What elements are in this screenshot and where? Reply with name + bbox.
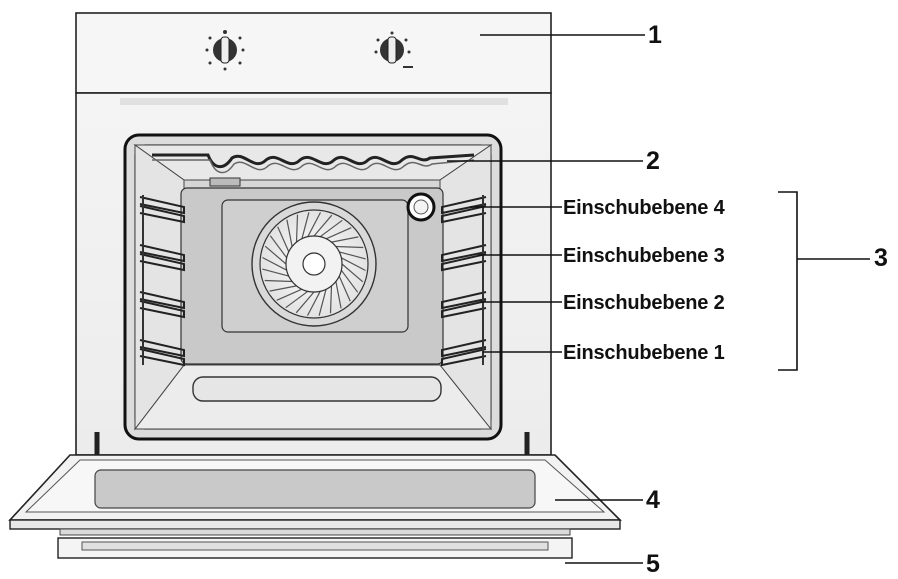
shelf-level-1-label: Einschubebene 1: [563, 342, 725, 364]
oven-lamp: [406, 192, 436, 222]
fan-blade: [341, 257, 366, 272]
fan-blade: [335, 245, 364, 249]
temperature-knob[interactable]: [374, 31, 414, 69]
shelf-rail: [139, 253, 185, 272]
callout-2: 2: [646, 147, 660, 175]
shelf-rail: [441, 291, 487, 310]
fan-blade: [318, 289, 327, 316]
shelf-rail: [441, 339, 487, 358]
fan-blade: [341, 263, 364, 283]
shelf-rail: [441, 300, 487, 319]
fan-blade: [269, 235, 288, 259]
shelf-rail: [139, 291, 185, 310]
fan-blade: [335, 281, 342, 309]
leader-lines: [447, 34, 870, 564]
callout-4: 4: [646, 486, 660, 514]
bracket-3: [778, 191, 798, 371]
shelf-rail: [441, 196, 487, 215]
shelf-level-3-label: Einschubebene 3: [563, 245, 725, 267]
fan-blade: [276, 288, 303, 301]
shelf-rail: [139, 205, 185, 224]
shelf-level-2-label: Einschubebene 2: [563, 292, 725, 314]
fan-blade: [262, 268, 289, 277]
convection-fan: [251, 201, 377, 327]
fan-blade: [339, 251, 366, 260]
shelf-rail: [441, 253, 487, 272]
shelf-level-4-label: Einschubebene 4: [563, 197, 725, 219]
right-shelf-rails: [441, 195, 487, 367]
callout-1: 1: [648, 21, 662, 49]
fan-blade: [264, 279, 293, 283]
fan-blade: [269, 285, 297, 292]
shelf-rail: [139, 300, 185, 319]
callout-3: 3: [874, 244, 888, 272]
shelf-rail: [139, 244, 185, 263]
fan-blade: [307, 212, 322, 237]
fan-blade: [264, 245, 287, 265]
fan-blade: [331, 236, 359, 243]
fan-blade: [306, 291, 321, 316]
shelf-rail: [441, 205, 487, 224]
shelf-rail: [441, 244, 487, 263]
fan-blade: [313, 214, 333, 237]
left-shelf-rails: [139, 195, 185, 367]
callout-5: 5: [646, 550, 660, 578]
shelf-rail: [139, 196, 185, 215]
function-knob[interactable]: [205, 30, 245, 71]
fan-blade: [285, 290, 309, 309]
fan-blade: [338, 275, 351, 302]
control-panel: [75, 12, 552, 94]
fan-blade: [340, 269, 359, 293]
fan-blade: [319, 219, 343, 238]
bottom-panel: [57, 537, 573, 559]
fan-blade: [329, 285, 333, 314]
fan-blade: [295, 291, 315, 314]
fan-blade: [301, 212, 310, 239]
fan-blade: [277, 226, 290, 253]
fan-blade: [262, 256, 287, 271]
fan-blade: [286, 219, 293, 247]
fan-blade: [295, 214, 299, 243]
shelf-rail: [441, 348, 487, 367]
fan-blade: [325, 227, 352, 240]
grill-heating-element: [152, 153, 475, 187]
shelf-rail: [139, 348, 185, 367]
oven-door[interactable]: [8, 432, 622, 536]
shelf-rail: [139, 339, 185, 358]
